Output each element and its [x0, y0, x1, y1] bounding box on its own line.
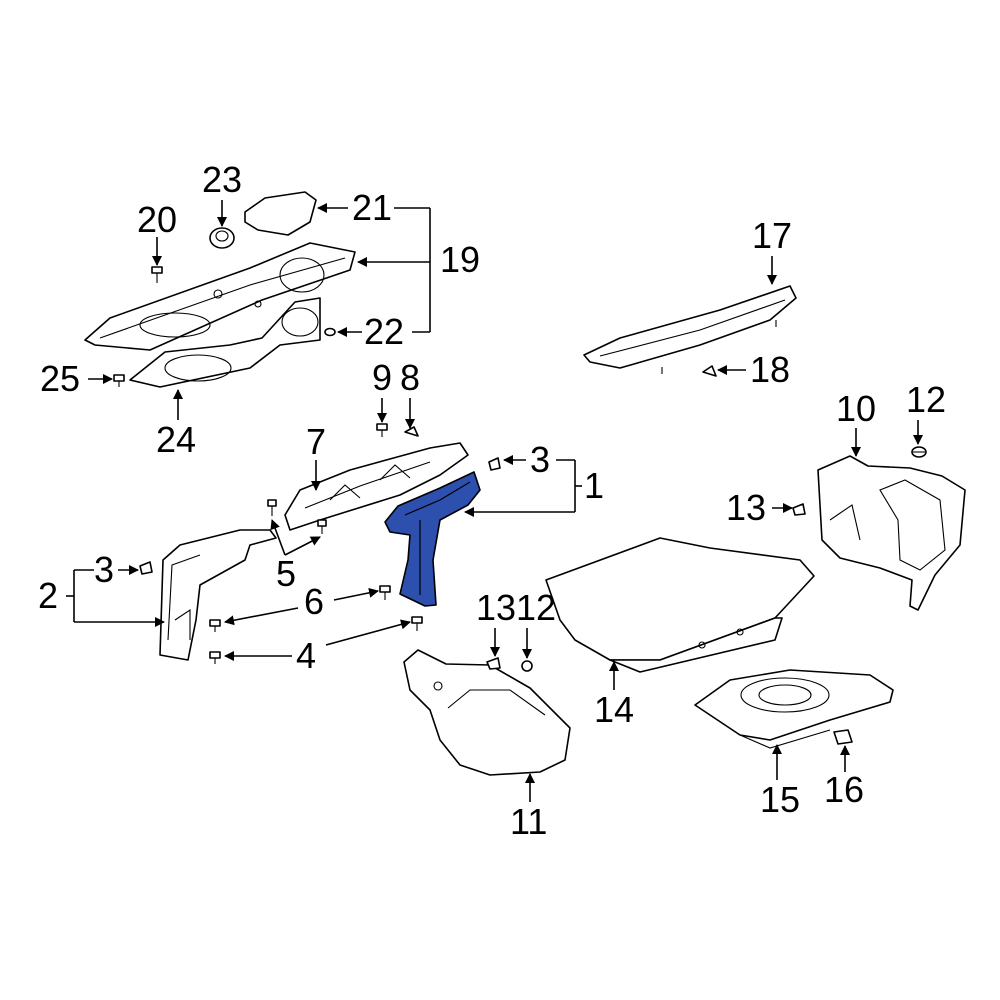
push-clip-9[interactable] [376, 423, 388, 437]
callout-5[interactable]: 5 [276, 553, 296, 594]
callout-22[interactable]: 22 [364, 311, 404, 352]
push-clip-25[interactable] [113, 374, 125, 387]
callout-2[interactable]: 2 [38, 575, 58, 616]
nut-12-center[interactable] [521, 660, 533, 672]
nut-12-right[interactable] [911, 446, 927, 458]
clip-13-right[interactable] [792, 503, 806, 516]
callout-17[interactable]: 17 [752, 215, 792, 256]
clip-8[interactable] [404, 426, 419, 437]
trunk-floor-mat-part[interactable] [545, 537, 815, 673]
clip-3-left[interactable] [139, 561, 153, 575]
callout-21[interactable]: 21 [352, 187, 392, 228]
callout-8[interactable]: 8 [400, 357, 420, 398]
callout-13-right[interactable]: 13 [726, 487, 766, 528]
push-clip-6b[interactable] [379, 585, 391, 600]
lower-tray-part[interactable] [129, 297, 321, 388]
left-quarter-trim-part[interactable] [159, 529, 277, 661]
callout-9[interactable]: 9 [372, 357, 392, 398]
callout-4[interactable]: 4 [296, 635, 316, 676]
callout-16[interactable]: 16 [824, 769, 864, 810]
callout-13-center[interactable]: 13 [476, 587, 516, 628]
highlighted-trim-part[interactable] [384, 471, 481, 607]
cover-part[interactable] [244, 191, 317, 236]
callout-11[interactable]: 11 [510, 801, 547, 842]
callout-7[interactable]: 7 [306, 421, 326, 462]
trunk-shelf-part[interactable] [583, 285, 797, 374]
callout-3-left[interactable]: 3 [94, 549, 114, 590]
wheelhouse-trim-part[interactable] [403, 649, 571, 776]
leader-lines [66, 200, 923, 802]
spare-tire-cover-part[interactable] [694, 669, 894, 749]
upper-trim-panel-part[interactable] [284, 442, 469, 531]
callout-14[interactable]: 14 [594, 689, 634, 730]
clip-22[interactable] [324, 327, 336, 337]
grommet-part[interactable] [209, 227, 235, 249]
callout-3-right[interactable]: 3 [530, 439, 550, 480]
callout-6[interactable]: 6 [304, 581, 324, 622]
callout-23[interactable]: 23 [202, 159, 242, 200]
callout-19[interactable]: 19 [440, 239, 480, 280]
callout-24[interactable]: 24 [156, 419, 196, 460]
callout-18[interactable]: 18 [750, 349, 790, 390]
bracket-16[interactable] [833, 729, 853, 745]
callout-15[interactable]: 15 [760, 779, 800, 820]
callout-25[interactable]: 25 [40, 358, 80, 399]
callout-20[interactable]: 20 [137, 199, 177, 240]
callout-12-right[interactable]: 12 [906, 379, 946, 420]
callout-labels: 23 20 21 19 22 25 24 17 18 9 8 7 3 1 13 … [38, 159, 946, 842]
push-clip-5a[interactable] [267, 499, 277, 516]
clip-13-center[interactable] [486, 657, 501, 670]
callout-10[interactable]: 10 [836, 388, 876, 429]
package-tray-part[interactable] [84, 242, 356, 351]
callout-12-center[interactable]: 12 [516, 587, 556, 628]
push-clip-4b[interactable] [411, 616, 423, 631]
push-clip-6a[interactable] [209, 619, 221, 632]
push-clip-4a[interactable] [209, 651, 221, 664]
callout-1[interactable]: 1 [584, 465, 604, 506]
clip-3-right[interactable] [488, 457, 501, 471]
clip-18[interactable] [702, 365, 717, 377]
push-clip-20[interactable] [151, 266, 163, 283]
push-clip-5b[interactable] [317, 519, 327, 534]
right-side-trim-part[interactable] [817, 455, 966, 611]
